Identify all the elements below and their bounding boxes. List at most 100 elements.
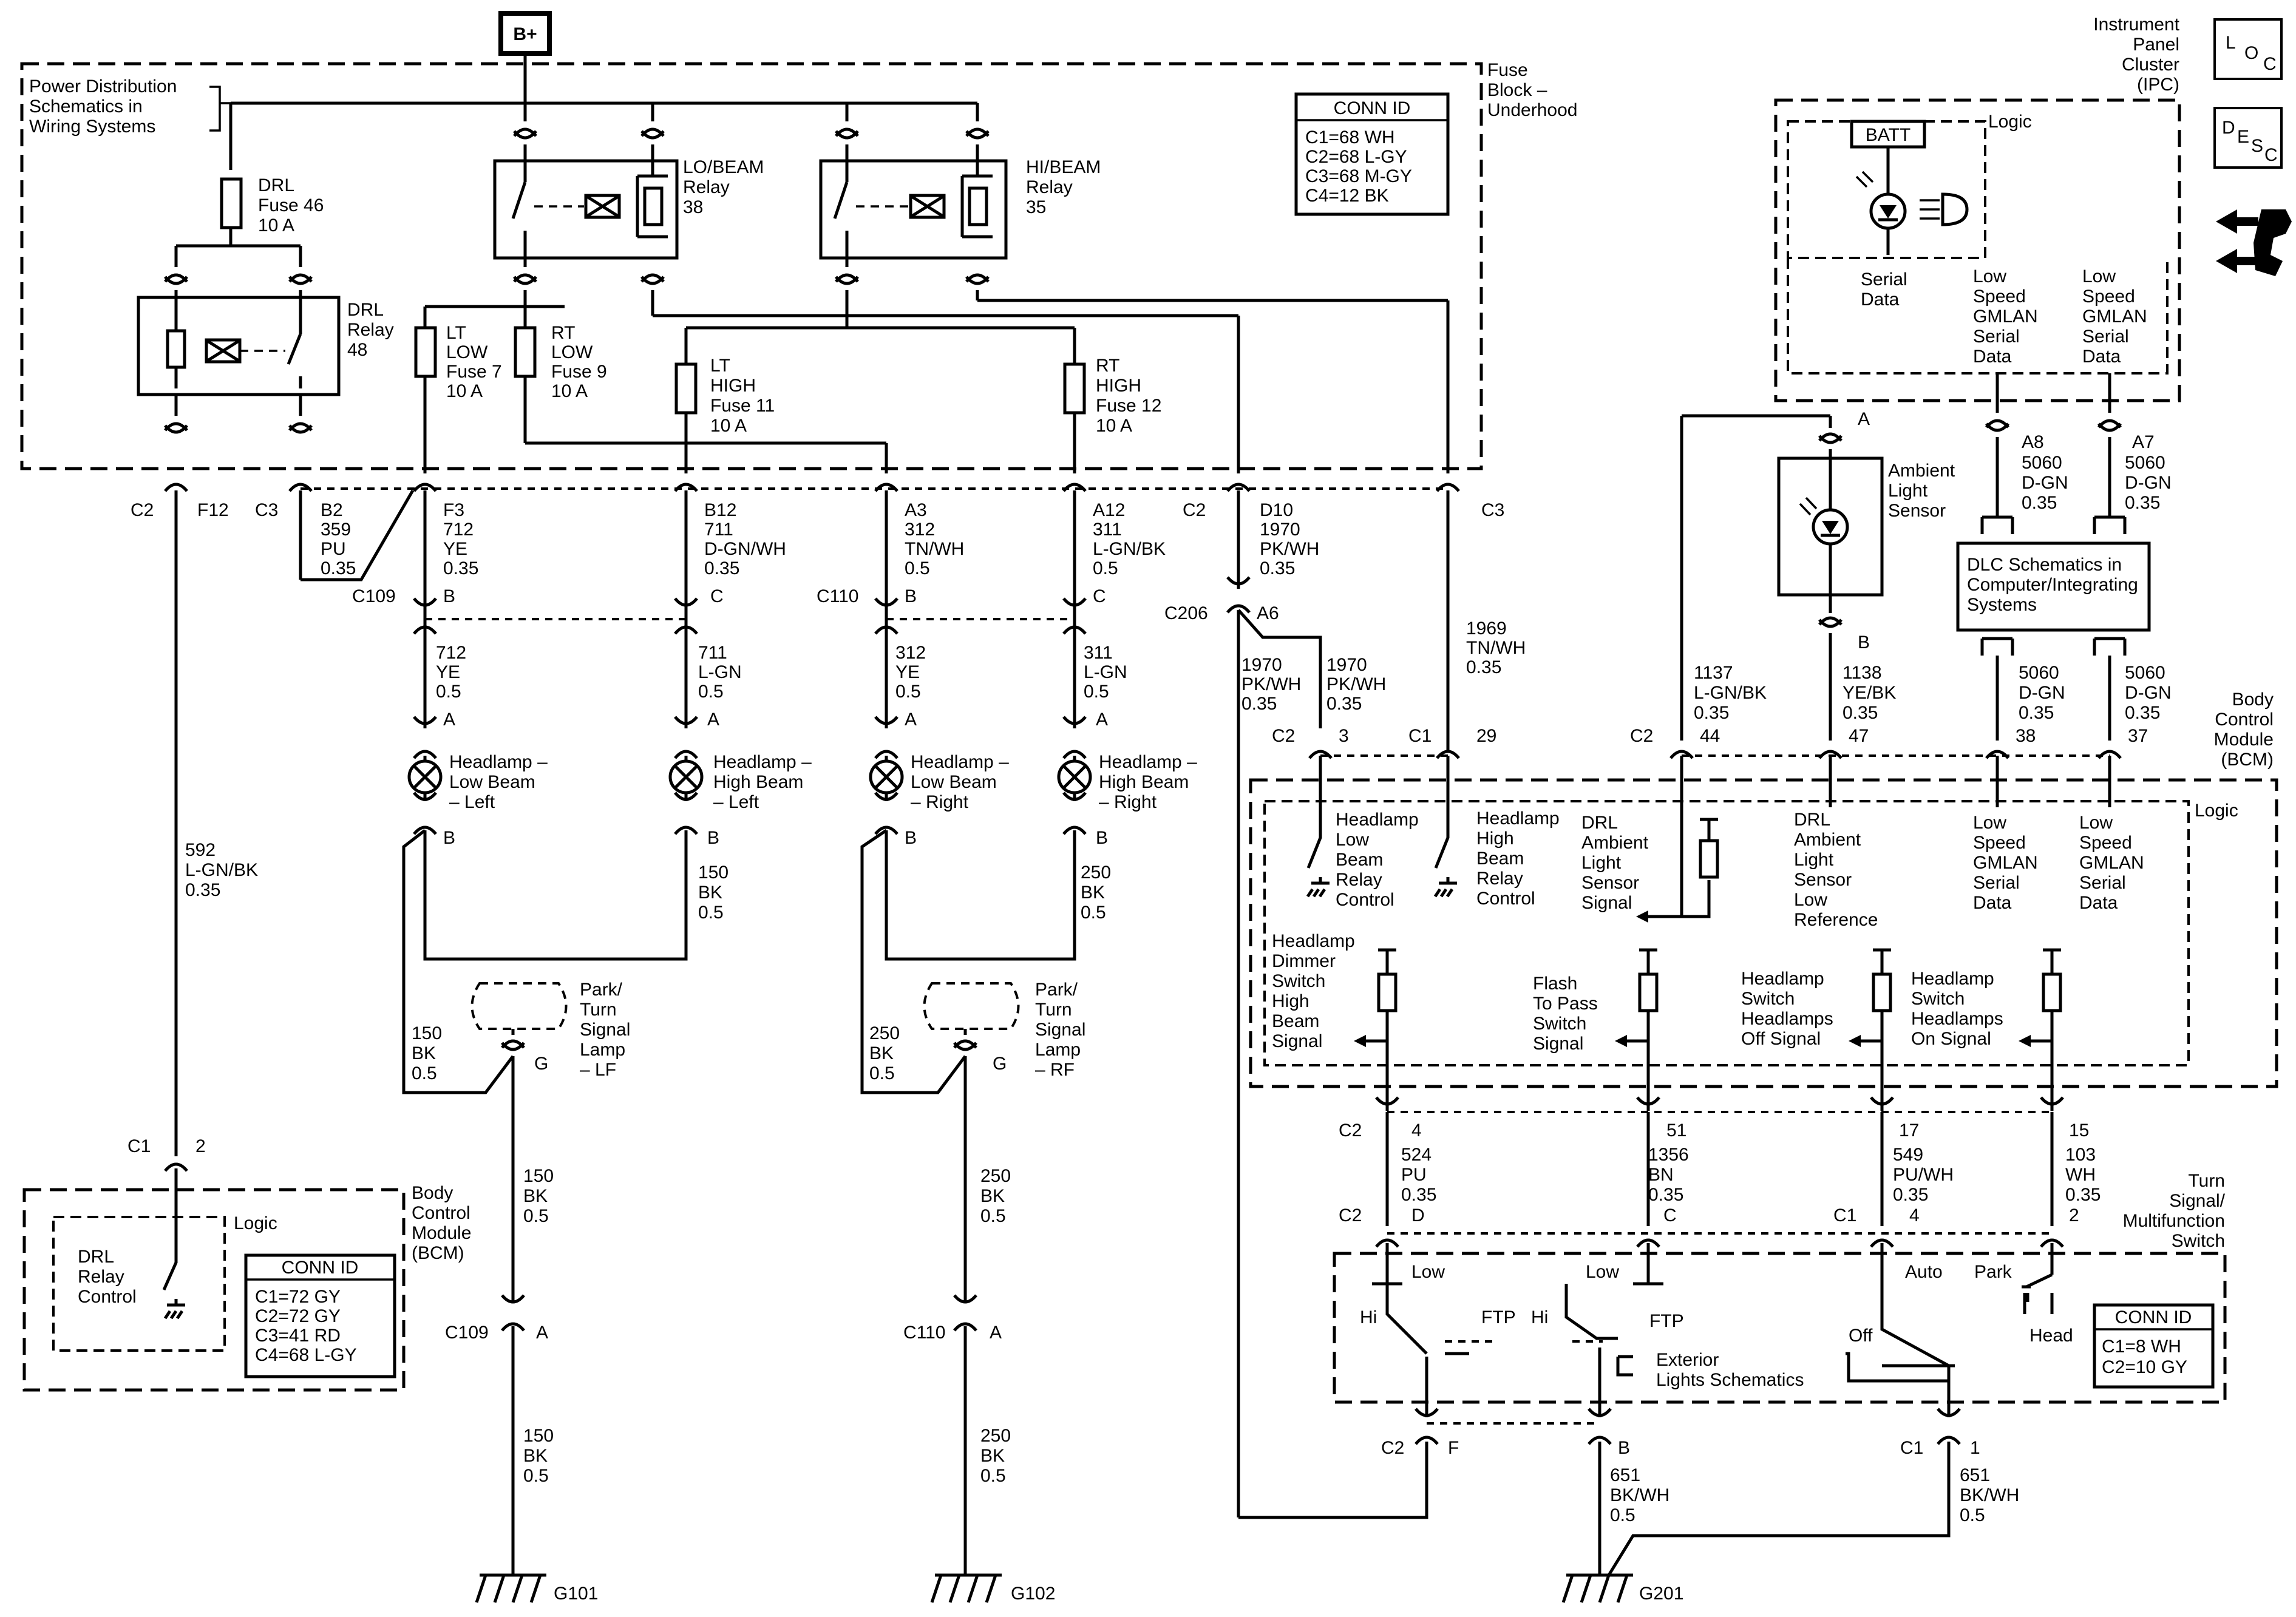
svg-text:150: 150 — [698, 863, 729, 883]
svg-text:Relay: Relay — [1476, 869, 1523, 889]
svg-text:Fuse 46: Fuse 46 — [258, 195, 324, 215]
svg-text:C2=10 GY: C2=10 GY — [2102, 1357, 2187, 1377]
svg-text:E: E — [2237, 127, 2249, 147]
svg-text:C1=8 WH: C1=8 WH — [2102, 1337, 2181, 1357]
description-button[interactable]: D E S C — [2213, 107, 2283, 169]
svg-text:1356: 1356 — [1648, 1145, 1689, 1165]
svg-text:GMLAN: GMLAN — [2079, 853, 2144, 873]
svg-text:Relay: Relay — [78, 1267, 124, 1287]
svg-text:Serial: Serial — [1973, 873, 2020, 893]
headlamp-low-beam-right: A B Headlamp – Low Beam – Right — [869, 710, 1009, 848]
svg-text:311: 311 — [1084, 643, 1113, 663]
svg-text:Off Signal: Off Signal — [1741, 1029, 1821, 1049]
svg-text:Body: Body — [2232, 690, 2274, 710]
svg-text:L: L — [2226, 33, 2236, 53]
ground-g201: G201 — [1561, 1573, 1683, 1604]
svg-text:29: 29 — [1476, 726, 1496, 746]
instrument-panel-cluster-title: Instrument Panel Cluster (IPC) — [2093, 15, 2179, 95]
svg-text:0.35: 0.35 — [2065, 1185, 2101, 1205]
svg-text:LT: LT — [710, 356, 730, 376]
svg-text:1970: 1970 — [1241, 655, 1282, 675]
svg-text:Hi: Hi — [1531, 1307, 1548, 1327]
headlamp-ground-returns — [402, 829, 1076, 1094]
svg-text:Serial: Serial — [1973, 327, 2020, 347]
location-button[interactable]: L O C — [2213, 18, 2283, 80]
svg-text:250: 250 — [980, 1166, 1011, 1186]
svg-text:0.35: 0.35 — [2125, 703, 2160, 723]
svg-text:C1=68 WH: C1=68 WH — [1305, 127, 1395, 147]
svg-text:Wiring Systems: Wiring Systems — [29, 117, 155, 137]
svg-text:Park: Park — [1974, 1262, 2012, 1282]
svg-text:– Left: – Left — [449, 792, 495, 812]
svg-text:D-GN: D-GN — [2019, 683, 2065, 703]
svg-text:0.5: 0.5 — [1610, 1505, 1635, 1525]
svg-text:2: 2 — [195, 1136, 206, 1156]
svg-text:Sensor: Sensor — [1794, 870, 1852, 890]
connector-tool-icon[interactable] — [2216, 209, 2292, 276]
svg-text:44: 44 — [1700, 726, 1720, 746]
svg-text:150: 150 — [523, 1166, 554, 1186]
svg-text:PK/WH: PK/WH — [1241, 674, 1301, 694]
svg-text:BK: BK — [980, 1186, 1005, 1206]
svg-text:Low: Low — [1794, 890, 1827, 910]
svg-text:Headlamp: Headlamp — [1336, 810, 1419, 830]
body-control-module-left: Logic DRL Relay Control Body Control Mod… — [22, 1168, 471, 1392]
svg-text:B2: B2 — [321, 500, 343, 520]
svg-text:LOW: LOW — [446, 342, 488, 362]
svg-text:CONN ID: CONN ID — [1334, 98, 1411, 118]
svg-text:Low: Low — [1411, 1262, 1445, 1282]
svg-text:– RF: – RF — [1035, 1060, 1075, 1080]
svg-text:Systems: Systems — [1967, 595, 2037, 615]
svg-text:D-GN/WH: D-GN/WH — [704, 539, 786, 559]
svg-text:D: D — [1411, 1205, 1425, 1225]
svg-text:0.35: 0.35 — [1466, 657, 1501, 677]
svg-text:250: 250 — [980, 1426, 1011, 1446]
svg-text:C2: C2 — [1339, 1120, 1362, 1141]
ground-circuits — [511, 1056, 967, 1575]
svg-text:C3=41 RD: C3=41 RD — [255, 1326, 341, 1346]
svg-text:Data: Data — [1861, 290, 1900, 310]
svg-text:0.5: 0.5 — [980, 1206, 1006, 1226]
svg-text:B12: B12 — [704, 500, 736, 520]
svg-text:Signal: Signal — [580, 1020, 630, 1040]
svg-text:10 A: 10 A — [1096, 416, 1132, 436]
svg-text:G: G — [534, 1054, 548, 1074]
switch-bottom-connectors: C2 F B C1 1 — [1381, 1409, 1980, 1458]
svg-text:0.35: 0.35 — [1401, 1185, 1436, 1205]
svg-text:C2: C2 — [1630, 726, 1653, 746]
svg-text:(BCM): (BCM) — [412, 1243, 464, 1263]
svg-text:A: A — [443, 710, 455, 730]
svg-text:Underhood: Underhood — [1487, 100, 1577, 120]
svg-text:Lamp: Lamp — [580, 1040, 625, 1060]
drl-fuse: DRL Fuse 46 10 A — [220, 175, 324, 236]
svg-text:Control: Control — [1336, 890, 1394, 910]
svg-text:Block –: Block – — [1487, 80, 1547, 100]
svg-text:Beam: Beam — [1336, 850, 1383, 870]
svg-text:FTP: FTP — [1481, 1307, 1516, 1327]
c109-ground-connector: C109 A — [445, 1295, 548, 1343]
svg-text:YE: YE — [436, 662, 460, 682]
svg-text:Cluster: Cluster — [2122, 55, 2179, 75]
fuse-block-conn-id: CONN ID C1=68 WH C2=68 L-GY C3=68 M-GY C… — [1294, 92, 1450, 216]
svg-text:DRL: DRL — [347, 300, 384, 320]
svg-text:Headlamp: Headlamp — [1476, 808, 1560, 829]
svg-text:A6: A6 — [1257, 603, 1279, 623]
svg-text:0.5: 0.5 — [1093, 558, 1118, 578]
svg-text:10 A: 10 A — [446, 381, 483, 401]
svg-text:L-GN/BK: L-GN/BK — [185, 860, 258, 880]
svg-text:312: 312 — [905, 520, 935, 540]
svg-text:Serial: Serial — [2082, 327, 2129, 347]
svg-text:0.5: 0.5 — [1960, 1505, 1985, 1525]
svg-text:Ambient: Ambient — [1581, 833, 1649, 853]
c109-c110-connectors: C109 B C C110 B C — [352, 586, 1106, 634]
svg-text:38: 38 — [683, 197, 703, 217]
svg-text:Data: Data — [1973, 347, 2012, 367]
hi-beam-relay: HI/BEAM Relay 35 — [819, 144, 1101, 267]
